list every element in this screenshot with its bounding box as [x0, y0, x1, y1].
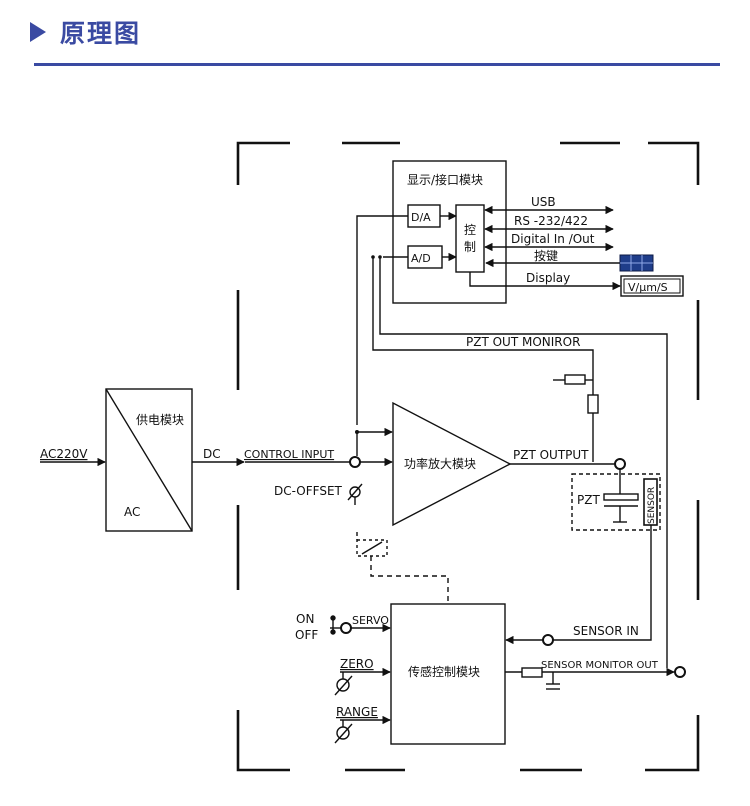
pzt-sensor-group [571, 473, 661, 531]
da-label: D/A [411, 211, 431, 224]
keypad-icon [619, 254, 654, 272]
sensor-monitor-resistor [521, 667, 543, 678]
pzt-element [603, 493, 639, 501]
on-label: ON [296, 612, 314, 626]
servo-switch-terminal [340, 622, 352, 634]
sensor-in-label: SENSOR IN [573, 624, 639, 638]
zero-label: ZERO [340, 657, 374, 671]
pzt-output-label: PZT OUTPUT [513, 448, 589, 462]
sensor-label: SENSOR [647, 487, 657, 524]
power-supply-module [105, 388, 193, 532]
ac220v-label: AC220V [40, 447, 88, 461]
sensor-monitor-loop [379, 257, 668, 668]
pzt-monitor-loop [372, 257, 594, 462]
keys-label: 按键 [534, 249, 558, 263]
monitor-resistor-h [564, 374, 586, 385]
control-input-terminal [349, 456, 361, 468]
sensor-control-module [390, 603, 506, 745]
section-header: 原理图 [30, 14, 141, 50]
pzt-out-monitor-label: PZT OUT MONIROR [466, 335, 580, 349]
dc-offset-label: DC-OFFSET [274, 484, 343, 498]
sensor-control-label: 传感控制模块 [408, 664, 480, 679]
pzt-label: PZT [577, 493, 600, 507]
display-interface-label: 显示/接口模块 [407, 172, 483, 187]
rs232-label: RS -232/422 [514, 214, 588, 228]
power-supply-label: 供电模块 [136, 413, 184, 427]
power-amplifier [392, 401, 512, 527]
triangle-bullet-icon [30, 22, 46, 42]
ad-label: A/D [411, 252, 431, 265]
servo-label: SERVO [352, 614, 389, 627]
enclosure-frame [236, 141, 700, 772]
sensor-in-terminal [542, 634, 554, 646]
power-ac-label: AC [124, 505, 140, 519]
display-line [469, 272, 621, 291]
control-input-label: CONTROL INPUT [244, 448, 334, 461]
amplifier-label: 功率放大模块 [404, 456, 476, 471]
usb-label: USB [531, 195, 556, 209]
sensor-monitor-out-label: SENSOR MONITOR OUT [541, 660, 659, 671]
section-title: 原理图 [60, 19, 142, 48]
pzt-output-terminal [614, 458, 626, 470]
controller-block [455, 204, 485, 273]
dc-label: DC [203, 447, 221, 461]
display-readout-label: V/µm/S [628, 281, 668, 294]
sensor-monitor-out-terminal [674, 666, 686, 678]
display-label: Display [526, 271, 570, 285]
header-divider [34, 63, 720, 66]
off-label: OFF [295, 628, 318, 642]
control-label-1: 控 [464, 223, 476, 237]
display-readout-box [620, 275, 684, 297]
monitor-resistor-v [587, 394, 599, 414]
range-label: RANGE [336, 705, 378, 719]
control-label-2: 制 [464, 240, 476, 254]
digital-io-label: Digital In /Out [511, 232, 595, 246]
